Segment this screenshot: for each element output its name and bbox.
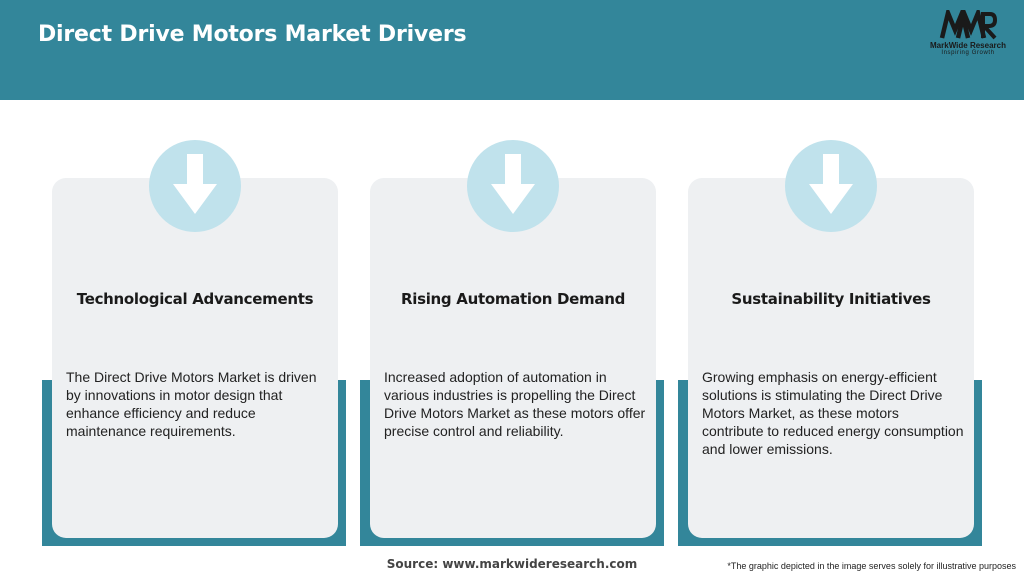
logo-name: MarkWide Research [930, 41, 1006, 50]
card-description: Increased adoption of automation in vari… [384, 369, 646, 439]
card-title: Technological Advancements [76, 290, 314, 308]
icon-badge [467, 140, 559, 232]
logo-tagline: Inspiring Growth [941, 50, 995, 56]
arrow-down-icon [809, 154, 853, 214]
arrow-down-icon [173, 154, 217, 214]
icon-badge [149, 140, 241, 232]
driver-card-sustainability: Sustainability Initiatives Growing empha… [678, 140, 988, 550]
card-title: Rising Automation Demand [400, 290, 626, 308]
source-credit: Source: www.markwideresearch.com [386, 557, 638, 571]
driver-card-technological: Technological Advancements The Direct Dr… [42, 140, 352, 550]
card-panel: Technological Advancements The Direct Dr… [52, 178, 338, 538]
card-panel: Rising Automation Demand Increased adopt… [370, 178, 656, 538]
header-banner: Direct Drive Motors Market Drivers MarkW… [0, 0, 1024, 100]
brand-logo: MarkWide Research Inspiring Growth [920, 10, 1016, 60]
card-title: Sustainability Initiatives [731, 290, 931, 308]
card-description: The Direct Drive Motors Market is driven… [66, 369, 317, 439]
page-title: Direct Drive Motors Market Drivers [38, 22, 467, 47]
arrow-down-icon [491, 154, 535, 214]
mwr-logo-icon [939, 10, 997, 40]
card-description: Growing emphasis on energy-efficient sol… [702, 369, 964, 457]
card-panel: Sustainability Initiatives Growing empha… [688, 178, 974, 538]
driver-card-automation: Rising Automation Demand Increased adopt… [360, 140, 670, 550]
icon-badge [785, 140, 877, 232]
disclaimer-note: *The graphic depicted in the image serve… [727, 561, 1016, 571]
